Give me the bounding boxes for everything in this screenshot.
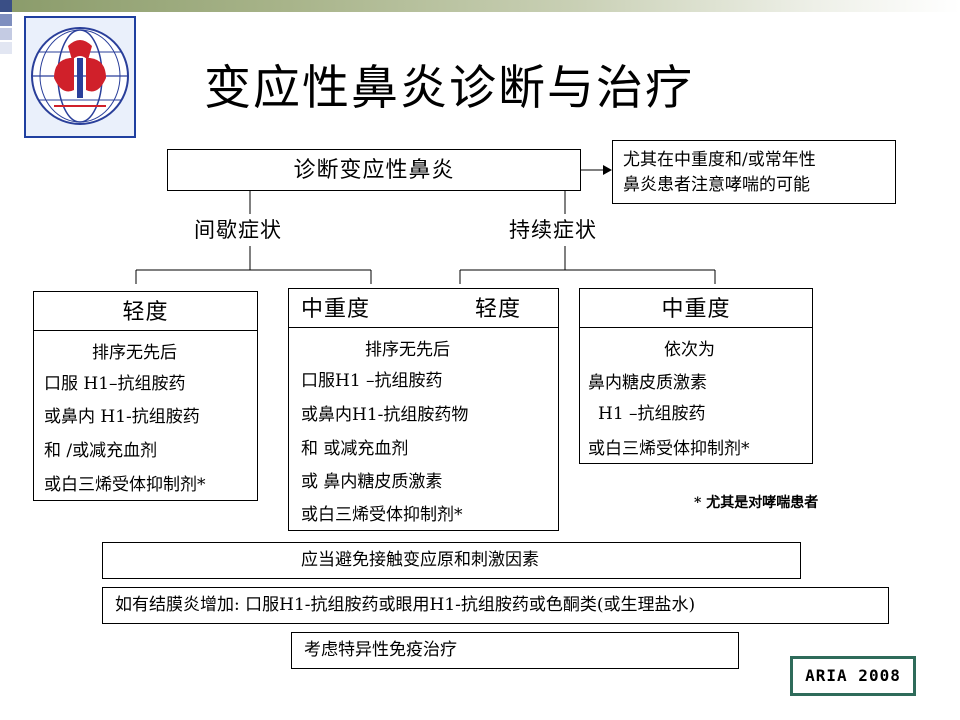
severe-subheader: 依次为 (664, 340, 715, 360)
moderate-severe-header: 中重度 (580, 289, 812, 328)
header-color-band (0, 0, 960, 12)
asthma-note-line-1: 尤其在中重度和/或常年性 (623, 150, 816, 170)
page-title: 变应性鼻炎诊断与治疗 (204, 61, 694, 116)
conjunctivitis-text: 如有结膜炎增加: 口服H1-抗组胺药或眼用H1-抗组胺药或色酮类(或生理盐水) (115, 595, 696, 615)
immunotherapy-box: 考虑特异性免疫治疗 (291, 632, 739, 669)
mild-label: 轻度 (475, 297, 522, 322)
avoid-allergens-text: 应当避免接触变应原和刺激因素 (301, 550, 539, 570)
mild-subheader: 排序无先后 (92, 343, 177, 363)
persistent-symptoms-label: 持续症状 (509, 218, 597, 242)
mild-line: 和 /或减充血剂 (44, 441, 158, 461)
severe-line: H1 –抗组胺药 (598, 404, 706, 424)
mild-panel: 轻度 排序无先后 口服 H1–抗组胺药 或鼻内 H1-抗组胺药 和 /或减充血剂… (33, 291, 258, 501)
moderate-mild-header: 中重度 轻度 (289, 289, 558, 328)
moderate-severe-panel: 中重度 依次为 鼻内糖皮质激素 H1 –抗组胺药 或白三烯受体抑制剂* (579, 288, 813, 464)
diagnosis-box: 诊断变应性鼻炎 (167, 149, 581, 191)
middle-line: 或鼻内H1-抗组胺药物 (301, 405, 469, 425)
severe-line: 鼻内糖皮质激素 (588, 373, 707, 393)
intermittent-symptoms-label: 间歇症状 (194, 218, 282, 242)
avoid-allergens-box: 应当避免接触变应原和刺激因素 (102, 542, 801, 579)
middle-line: 或白三烯受体抑制剂* (301, 505, 463, 525)
aria-logo (24, 16, 136, 138)
immunotherapy-text: 考虑特异性免疫治疗 (304, 640, 457, 660)
middle-subheader: 排序无先后 (365, 340, 450, 360)
decorative-squares (0, 0, 20, 58)
aria-2008-badge: ARIA 2008 (790, 656, 916, 696)
conjunctivitis-box: 如有结膜炎增加: 口服H1-抗组胺药或眼用H1-抗组胺药或色酮类(或生理盐水) (102, 587, 889, 624)
mild-line: 或白三烯受体抑制剂* (44, 475, 206, 495)
severe-line: 或白三烯受体抑制剂* (588, 439, 750, 459)
mild-line: 口服 H1–抗组胺药 (44, 374, 186, 394)
middle-line: 或 鼻内糖皮质激素 (301, 472, 443, 492)
asthma-note-box: 尤其在中重度和/或常年性 鼻炎患者注意哮喘的可能 (612, 140, 896, 204)
middle-line: 口服H1 –抗组胺药 (301, 371, 443, 391)
diagnosis-label: 诊断变应性鼻炎 (293, 158, 455, 183)
moderate-mild-panel: 中重度 轻度 排序无先后 口服H1 –抗组胺药 或鼻内H1-抗组胺药物 和 或减… (288, 288, 559, 531)
mild-header: 轻度 (34, 292, 257, 331)
asthma-footnote: * 尤其是对哮喘患者 (694, 495, 819, 511)
moderate-severe-label: 中重度 (301, 297, 371, 322)
middle-line: 和 或减充血剂 (301, 439, 409, 459)
mild-line: 或鼻内 H1-抗组胺药 (44, 407, 200, 427)
asthma-note-line-2: 鼻炎患者注意哮喘的可能 (623, 175, 810, 195)
